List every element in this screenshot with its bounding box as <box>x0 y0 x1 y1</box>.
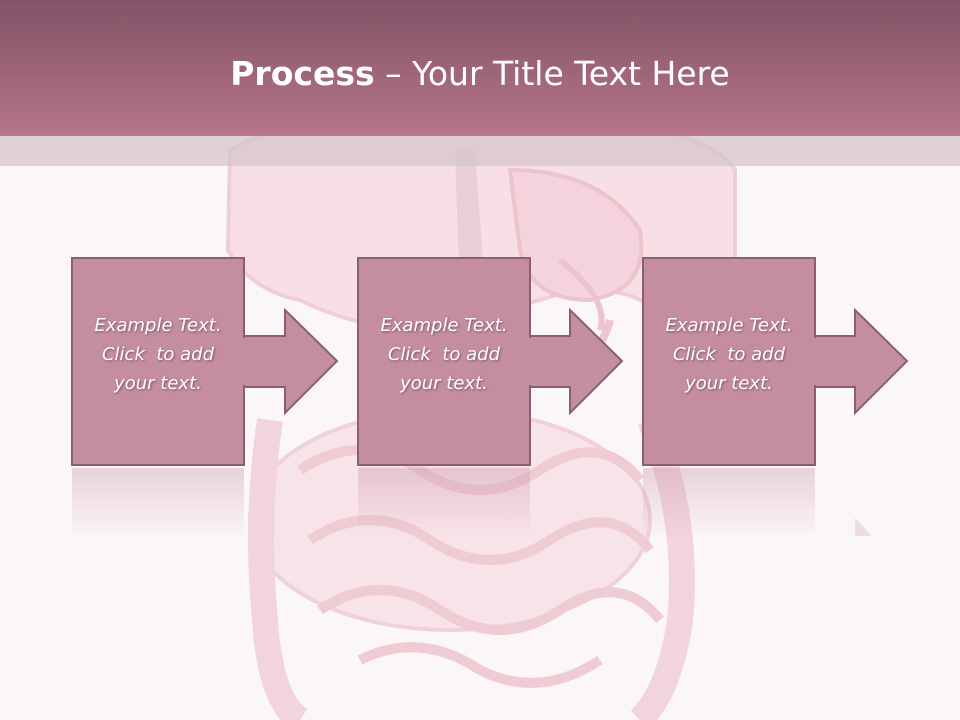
step-1-shape[interactable] <box>71 257 339 466</box>
step-2-text[interactable]: Example Text. Click to add your text. <box>358 311 530 398</box>
title-rest-part: Your Title Text Here <box>412 54 730 93</box>
step-3-reflection <box>643 468 815 538</box>
step-1-reflection <box>72 468 244 538</box>
title-bold-part: Process <box>230 54 375 93</box>
step-1-line-2: Click to add <box>101 344 214 365</box>
title-bar <box>0 0 960 136</box>
title-underband <box>0 136 960 166</box>
step-2-line-3: your text. <box>400 373 488 394</box>
step-3-line-3: your text. <box>685 373 773 394</box>
step-1-text[interactable]: Example Text. Click to add your text. <box>72 311 244 398</box>
step-3-line-1: Example Text. <box>665 315 793 336</box>
step-3-arrow-reflection <box>855 518 872 536</box>
step-3-text[interactable]: Example Text. Click to add your text. <box>643 311 815 398</box>
step-1-line-1: Example Text. <box>94 315 222 336</box>
step-1-line-3: your text. <box>114 373 202 394</box>
arrow-right-icon <box>243 307 339 416</box>
title-dash: – <box>374 54 413 93</box>
step-3-shape[interactable] <box>642 257 909 466</box>
step-2-reflection <box>358 468 530 538</box>
step-2-line-2: Click to add <box>387 344 500 365</box>
arrow-right-icon <box>814 307 909 416</box>
step-3-line-2: Click to add <box>672 344 785 365</box>
step-2-line-1: Example Text. <box>380 315 508 336</box>
slide-title[interactable]: Process – Your Title Text Here <box>0 52 960 96</box>
arrow-right-icon <box>529 307 624 416</box>
step-2-shape[interactable] <box>357 257 624 466</box>
